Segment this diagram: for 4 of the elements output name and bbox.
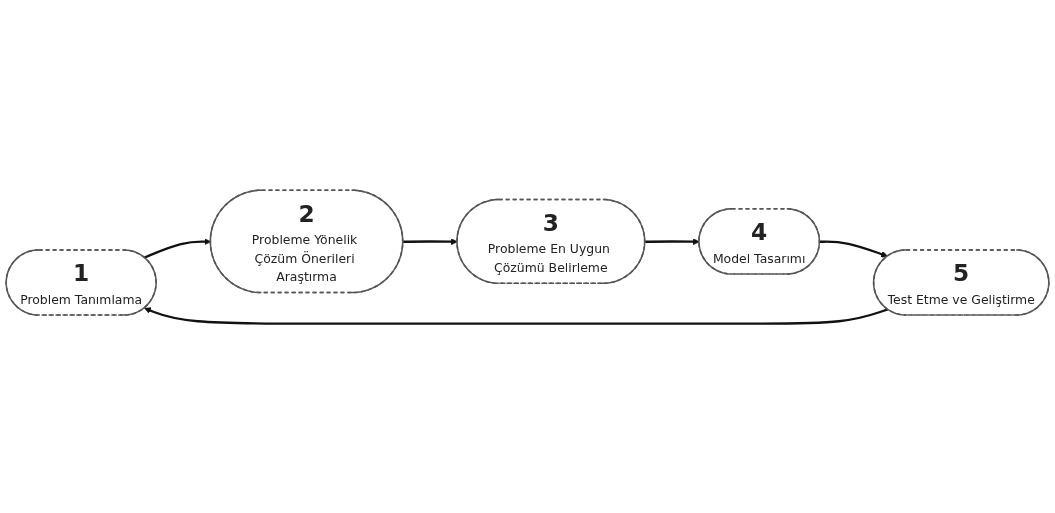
arrow [144,306,889,325]
arrow [645,237,700,245]
arrow [819,240,888,258]
arrow [403,237,458,245]
